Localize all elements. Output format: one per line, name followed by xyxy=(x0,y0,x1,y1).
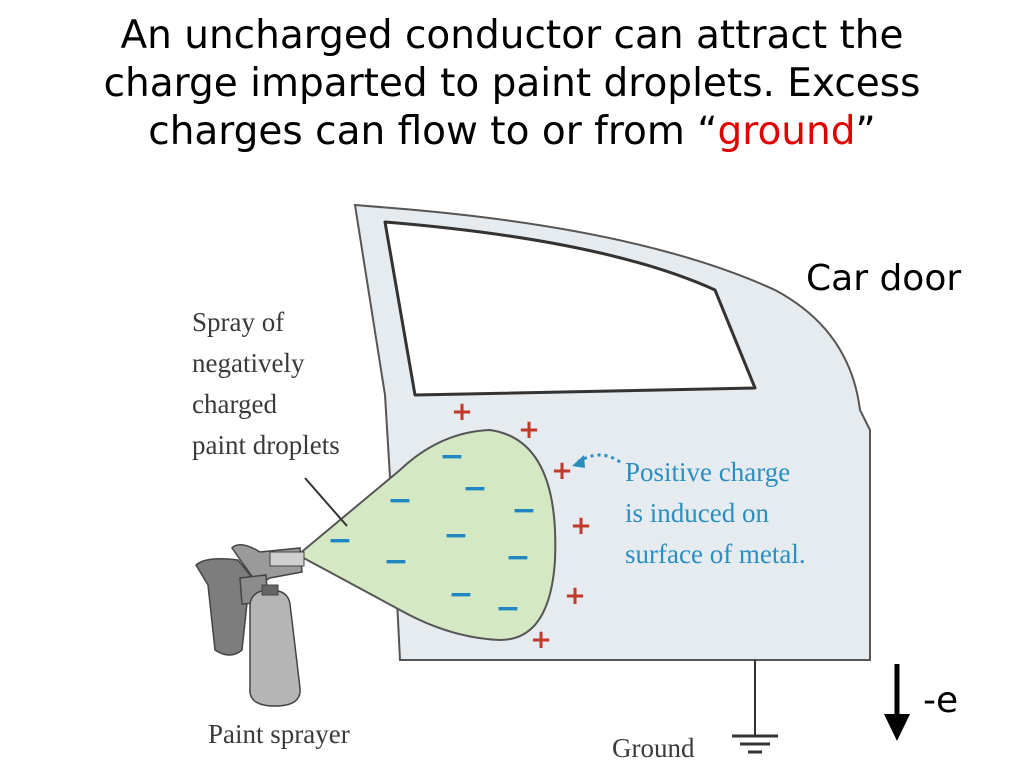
title-line-2: charge imparted to paint droplets. Exces… xyxy=(103,61,921,106)
positive-charge-label: Positive charge is induced on surface of… xyxy=(625,452,806,575)
minus-sign: − xyxy=(511,493,536,528)
plus-sign: + xyxy=(518,415,540,445)
induced-charge-arrow xyxy=(577,453,621,464)
minus-sign: − xyxy=(383,544,408,579)
slide-title: An uncharged conductor can attract the c… xyxy=(0,12,1024,156)
spray-label-line: charged xyxy=(192,389,277,419)
minus-sign: − xyxy=(448,577,473,612)
paint-spray-cone xyxy=(296,428,557,642)
minus-sign: − xyxy=(443,518,468,553)
car-door-label: Car door xyxy=(806,258,962,299)
paint-sprayer-label: Paint sprayer xyxy=(208,719,350,749)
paint-sprayer-icon xyxy=(195,544,305,707)
plus-sign: + xyxy=(530,625,552,655)
positive-charge-label-line: surface of metal. xyxy=(625,539,806,569)
positive-charge-label-line: is induced on xyxy=(625,498,769,528)
plus-sign: + xyxy=(564,581,586,611)
spray-label-line: negatively xyxy=(192,348,305,378)
induced-charge-arrowhead xyxy=(572,455,585,468)
title-line-1: An uncharged conductor can attract the xyxy=(120,13,904,58)
minus-sign: − xyxy=(462,471,487,506)
title-line-3-suffix: ” xyxy=(855,109,876,154)
electron-label: -e xyxy=(923,680,959,721)
spray-label-line: Spray of xyxy=(192,307,285,337)
minus-sign: − xyxy=(439,439,464,474)
electron-flow-arrowhead xyxy=(884,714,910,741)
title-line-3-prefix: charges can flow to or from “ xyxy=(148,109,718,154)
minus-sign: − xyxy=(505,540,530,575)
positive-charge-label-line: Positive charge xyxy=(625,457,791,487)
spray-label: Spray of negatively charged paint drople… xyxy=(192,302,340,466)
minus-sign: − xyxy=(387,483,412,518)
title-line-3: charges can flow to or from “ground” xyxy=(0,108,1024,156)
minus-sign: − xyxy=(327,523,352,558)
plus-sign: + xyxy=(451,397,473,427)
ground-highlight: ground xyxy=(717,109,856,154)
ground-label: Ground xyxy=(612,733,695,763)
plus-sign: + xyxy=(570,511,592,541)
minus-sign: − xyxy=(495,591,520,626)
plus-sign: + xyxy=(551,456,573,486)
car-window xyxy=(383,220,757,397)
spray-label-line: paint droplets xyxy=(192,430,340,460)
spray-pointer-line xyxy=(304,477,348,527)
